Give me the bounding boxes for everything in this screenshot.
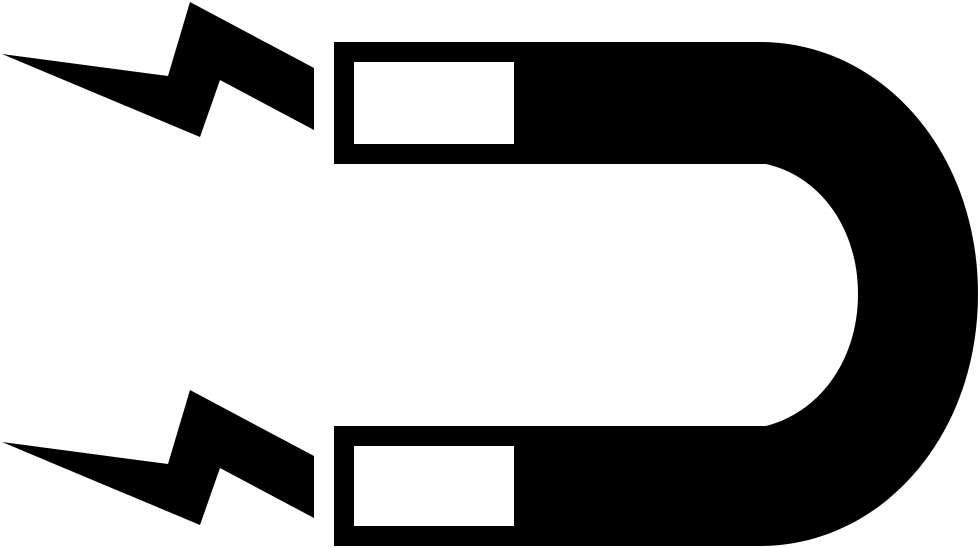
magnet-body-icon: [334, 42, 978, 546]
lightning-bolt-top-icon: [2, 2, 314, 137]
lightning-bolt-bottom-icon: [2, 390, 314, 525]
